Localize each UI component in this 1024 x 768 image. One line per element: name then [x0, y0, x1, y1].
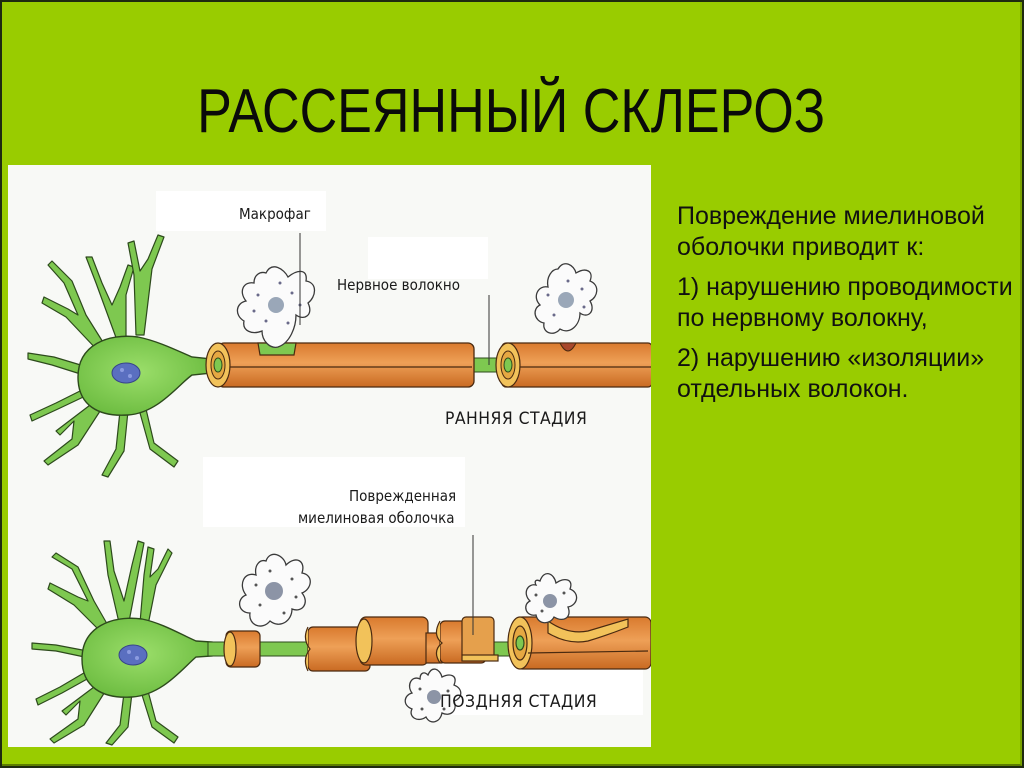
early-neuron: [27, 234, 213, 478]
label-late-stage: ПОЗДНЯЯ СТАДИЯ: [440, 692, 598, 712]
macrophage-icon: [236, 266, 316, 348]
early-myelin-segment-1: [205, 342, 475, 388]
label-macrophage: Макрофаг: [239, 205, 311, 223]
body-item-2: 2) нарушению «изоляции» отдельных волоко…: [677, 344, 985, 403]
label-nerve-fiber: Нервное волокно: [337, 276, 461, 294]
neuron-diagram: [27, 191, 651, 746]
label-damaged-sheath-line1: Поврежденная: [349, 487, 457, 505]
label-damaged-sheath-line2: миелиновая оболочка: [298, 509, 455, 527]
early-myelin-segment-2: [495, 342, 651, 388]
macrophage-icon: [239, 553, 311, 627]
label-early-stage: РАННЯЯ СТАДИЯ: [445, 409, 588, 429]
late-neuron: [31, 540, 213, 746]
macrophage-icon: [404, 668, 462, 723]
multiple-sclerosis-illustration: Макрофаг Нервное волокно РАННЯЯ СТАДИЯ П…: [8, 165, 651, 747]
macrophage-icon: [525, 573, 578, 624]
body-intro: Повреждение миелиновой оболочки приводит…: [677, 202, 985, 261]
late-myelin-fragments: [223, 616, 651, 672]
slide-title: РАССЕЯННЫЙ СКЛЕРОЗ: [197, 77, 826, 146]
body-item-1: 1) нарушению проводимости по нервному во…: [677, 273, 1013, 332]
slide-body-text: Повреждение миелиновой оболочки приводит…: [677, 201, 1022, 414]
macrophage-icon: [534, 263, 598, 334]
